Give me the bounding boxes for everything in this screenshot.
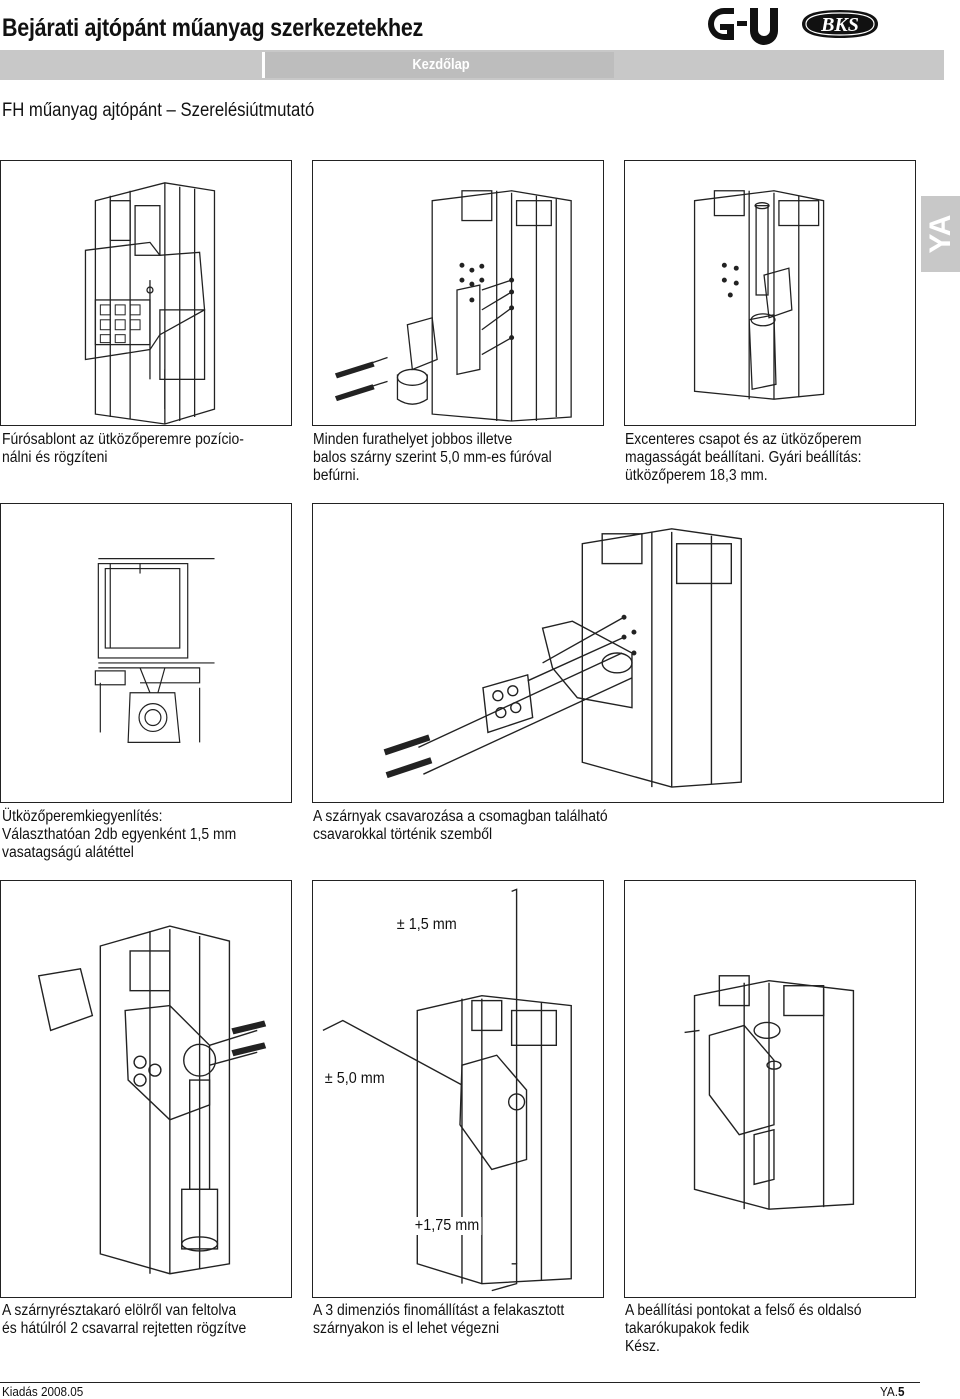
depth-adjust-label: +1,75 mm xyxy=(413,1217,482,1235)
edition-label: Kiadás 2008.05 xyxy=(2,1384,84,1399)
step-7-caption: A 3 dimenziós finomállítást a felakaszto… xyxy=(313,1302,565,1337)
nav-segment: Kezdőlap xyxy=(262,52,614,78)
step-1-caption: Fúrósablont az ütközőperemre pozício-nál… xyxy=(2,431,244,466)
step-6-illustration xyxy=(0,880,292,1298)
3d-adjustment-drawing xyxy=(322,888,572,1292)
cover-fixing-drawing xyxy=(37,925,267,1275)
drilling-template-drawing xyxy=(84,182,216,425)
section-subtitle: FH műanyag ajtópánt – Szerelésiútmutató xyxy=(2,100,315,121)
step-5-caption: A szárnyak csavarozása a csomagban talál… xyxy=(313,808,608,843)
vertical-adjust-label: ± 1,5 mm xyxy=(395,916,459,934)
step-4-illustration xyxy=(0,503,292,803)
step-8-caption: A beállítási pontokat a felső és oldalsó… xyxy=(625,1302,862,1355)
gu-logo xyxy=(708,8,778,45)
step-1-illustration xyxy=(0,160,292,426)
document-title: Bejárati ajtópánt műanyag szerkezetekhez xyxy=(2,14,424,42)
step-3-illustration xyxy=(624,160,916,426)
navigation-bar: Kezdőlap xyxy=(0,50,944,80)
page-number: YA.5 xyxy=(880,1384,905,1399)
bks-logo: BKS xyxy=(802,10,878,38)
step-4-caption: Ütközőperemkiegyenlítés:Választhatóan 2d… xyxy=(2,808,237,861)
section-tab[interactable]: YA xyxy=(921,196,960,272)
step-7-illustration xyxy=(312,880,604,1298)
shim-section-drawing xyxy=(94,558,215,743)
home-link[interactable]: Kezdőlap xyxy=(412,56,470,73)
drilling-holes-drawing xyxy=(334,190,572,422)
footer-rule xyxy=(0,1382,920,1383)
screw-fixing-drawing xyxy=(383,528,742,788)
step-8-illustration xyxy=(624,880,916,1298)
eccentric-pin-drawing xyxy=(693,190,825,400)
horizontal-adjust-label: ± 5,0 mm xyxy=(323,1070,387,1088)
brand-logos: BKS xyxy=(700,2,880,46)
step-2-illustration xyxy=(312,160,604,426)
cover-caps-drawing xyxy=(684,975,855,1210)
svg-text:BKS: BKS xyxy=(820,14,859,36)
step-5-illustration xyxy=(312,503,944,803)
